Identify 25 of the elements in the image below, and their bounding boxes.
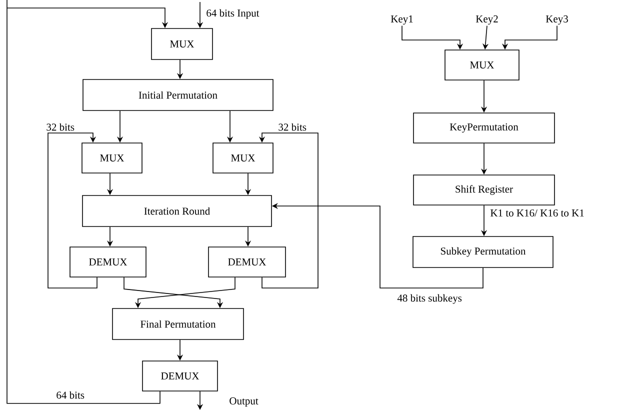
process-box: MUX	[444, 50, 520, 80]
process-box: MUX	[151, 28, 213, 60]
process-box: Subkey Permutation	[412, 236, 554, 268]
edge-label: 64 bits	[55, 390, 86, 400]
edge-label: 64 bits Input	[205, 8, 260, 20]
process-box: KeyPermutation	[413, 112, 555, 144]
process-box: DEMUX	[208, 246, 286, 278]
process-box: MUX	[212, 142, 274, 174]
key-label: Key1	[390, 15, 413, 25]
arrow	[6, 0, 168, 404]
edge-label: 32 bits	[45, 122, 76, 132]
process-box: Shift Register	[413, 174, 555, 206]
arrow	[48, 132, 98, 288]
process-box: DEMUX	[142, 360, 218, 392]
process-box: Iteration Round	[82, 195, 272, 227]
process-box: Final Permutation	[112, 308, 244, 340]
edge-label: Output	[228, 396, 260, 408]
key-label: Key3	[546, 15, 568, 25]
process-box: Initial Permutation	[82, 79, 274, 111]
edge-label: 32 bits	[277, 122, 308, 132]
process-box: MUX	[82, 142, 142, 174]
edge-label: K1 to K16/ K16 to K1	[489, 208, 586, 218]
key-label: Key2	[476, 15, 498, 25]
edge-label: 48 bits subkeys	[396, 293, 463, 305]
process-box: DEMUX	[70, 246, 146, 278]
